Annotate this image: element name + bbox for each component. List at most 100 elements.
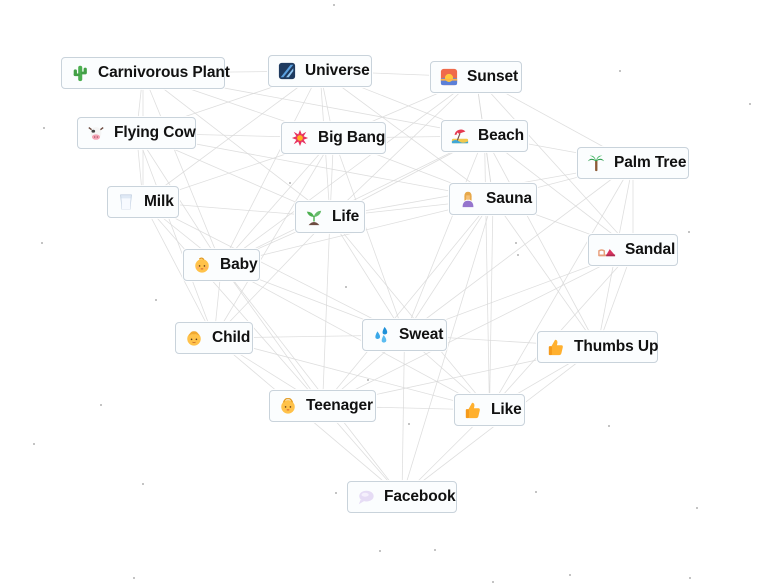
sandal-icon [598,241,616,259]
like-thumb-icon [464,401,482,419]
edge-flying-cow-baby [136,132,222,266]
element-node-flying-cow[interactable]: Flying Cow [77,117,196,149]
edge-life-teenager [322,216,331,407]
beach-umbrella-icon [451,127,469,145]
edge-sauna-thumbs-up [492,198,598,348]
edge-baby-like [221,264,490,411]
edge-sauna-teenager [322,198,494,407]
galaxy-icon [278,62,296,80]
element-node-palm-tree[interactable]: Palm Tree [577,147,689,179]
element-node-thumbs-up[interactable]: Thumbs Up [537,331,658,363]
background-dot [408,423,410,425]
element-label: Beach [478,127,525,144]
edge-sunset-life [329,76,477,218]
element-label: Thumbs Up [574,338,659,355]
background-dot [100,404,102,406]
edge-beach-sandal [484,135,634,251]
edge-milk-teenager [142,201,323,407]
element-label: Big Bang [318,129,386,146]
speech-bubble-icon [357,488,375,506]
element-node-sauna[interactable]: Sauna [449,183,537,215]
background-dot [515,242,517,244]
edge-baby-facebook [221,264,403,498]
background-dot [345,286,347,288]
element-node-sweat[interactable]: Sweat [362,319,447,351]
element-node-big-bang[interactable]: Big Bang [281,122,386,154]
element-node-life[interactable]: Life [295,201,365,233]
element-node-sunset[interactable]: Sunset [430,61,522,93]
background-dot [689,577,691,579]
edge-sweat-facebook [401,334,405,498]
background-dot [696,507,698,509]
element-label: Carnivorous Plant [98,64,230,81]
explosion-icon [291,129,309,147]
background-dot [608,425,610,427]
background-dot [434,549,436,551]
teenager-icon [279,397,297,415]
edge-palm-tree-like [489,162,634,411]
seedling-icon [305,208,323,226]
element-node-beach[interactable]: Beach [441,120,528,152]
background-dot [619,70,621,72]
element-label: Sauna [486,190,533,207]
background-dot [688,231,690,233]
sweat-droplets-icon [372,326,390,344]
element-label: Sweat [399,326,444,343]
background-dot [142,483,144,485]
element-label: Milk [144,193,174,210]
background-dot [379,550,381,552]
background-dot [133,577,135,579]
palm-tree-icon [587,154,605,172]
edge-big-bang-baby [221,137,334,266]
background-dot [333,4,335,6]
element-label: Palm Tree [614,154,687,171]
element-label: Teenager [306,397,373,414]
edge-sauna-like [489,198,494,411]
edge-milk-sweat [142,201,405,336]
edge-life-child [213,216,331,339]
element-label: Flying Cow [114,124,196,141]
edge-sandal-like [489,249,634,411]
element-node-teenager[interactable]: Teenager [269,390,376,422]
background-dot [749,103,751,105]
milk-glass-icon [117,193,135,211]
baby-icon [193,256,211,274]
thumbs-up-icon [547,338,565,356]
edge-universe-baby [221,70,321,266]
child-icon [185,329,203,347]
edge-sandal-thumbs-up [597,249,634,348]
background-dot [335,492,337,494]
edge-carnivorous-plant-baby [142,72,222,266]
element-node-universe[interactable]: Universe [268,55,372,87]
edge-universe-milk [142,70,321,203]
element-node-sandal[interactable]: Sandal [588,234,678,266]
edge-sunset-sandal [475,76,634,251]
background-dot [289,182,291,184]
background-dot [367,379,369,381]
edge-baby-teenager [221,264,323,407]
edge-life-like [329,216,490,411]
edge-milk-child [142,201,215,339]
element-label: Universe [305,62,370,79]
background-dot [41,242,43,244]
edge-universe-sauna [319,70,494,200]
edge-big-bang-sweat [333,137,405,336]
element-node-baby[interactable]: Baby [183,249,260,281]
edge-life-sweat [329,216,405,336]
element-label: Sunset [467,68,519,85]
edge-sauna-sweat [404,198,494,336]
edge-carnivorous-plant-life [142,72,331,218]
element-node-carnivorous-plant[interactable]: Carnivorous Plant [61,57,230,89]
edge-beach-thumbs-up [484,135,598,348]
element-node-milk[interactable]: Milk [107,186,179,218]
edge-beach-sweat [404,135,485,336]
background-dot [569,574,571,576]
element-node-child[interactable]: Child [175,322,253,354]
background-dot [517,254,519,256]
element-label: Child [212,329,251,346]
element-node-like[interactable]: Like [454,394,525,426]
element-node-facebook[interactable]: Facebook [347,481,457,513]
cactus-icon [71,64,89,82]
element-label: Facebook [384,488,456,505]
